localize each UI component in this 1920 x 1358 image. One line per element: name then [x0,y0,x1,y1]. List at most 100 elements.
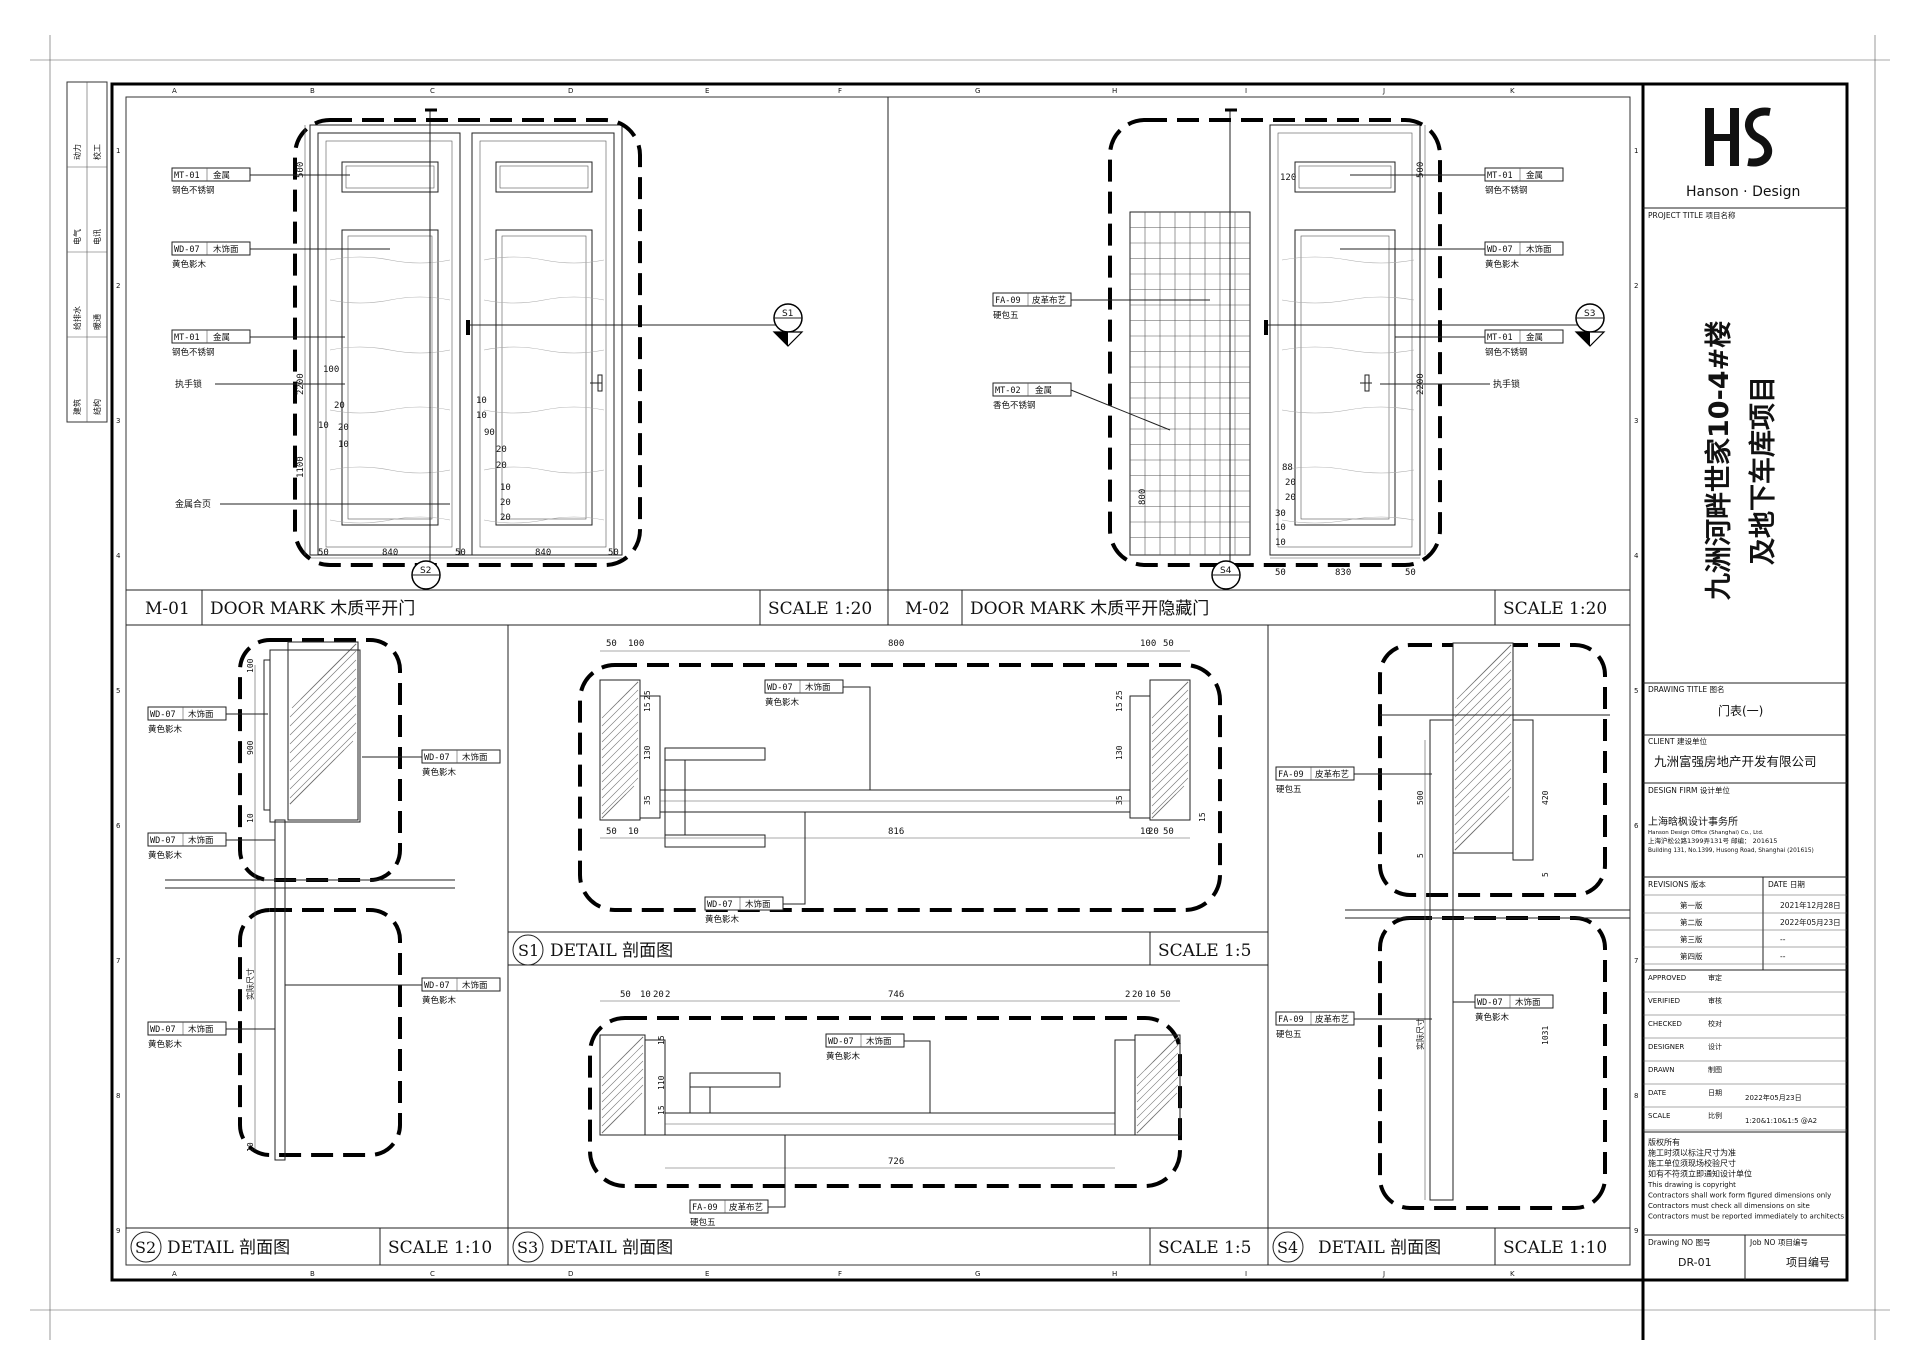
grid-number: 3 [1634,417,1638,425]
tag-name: 金属 [1526,332,1543,343]
dim: 50 [620,990,631,1000]
tag-name: 木饰面 [866,1036,892,1047]
panel-scale-m01: SCALE 1:20 [768,599,872,619]
panel-title-s3: DETAIL 剖面图 [550,1238,673,1258]
signoff-label-en: DATE [1648,1089,1666,1097]
tag-name: 木饰面 [188,835,214,846]
drawing-frame [110,82,1849,1282]
dim: 10 [338,440,349,450]
tag-code: WD-07 [150,1025,176,1035]
grid-letter: J [1382,87,1385,95]
tag-code: MT-01 [1487,171,1513,181]
dim: 50 [455,548,466,558]
stamp-label: 建筑 [72,399,82,415]
grid-letter: C [430,1270,435,1278]
grid-letter: B [310,1270,315,1278]
signoff-label-en: DESIGNER [1648,1043,1684,1051]
panel-id-s2: S2 [135,1238,156,1257]
grid-letter: A [172,1270,177,1278]
tag-code: WD-07 [767,683,793,693]
note-line: 施工时须以标注尺寸为准 [1648,1148,1736,1158]
discipline-stamp: 动力 校工 电气 电讯 给排水 暖通 建筑 结构 [66,81,108,423]
tag-name: 金属 [213,332,230,343]
tag-name: 木饰面 [188,1024,214,1035]
dim: 25 [643,690,652,700]
grid-number: 2 [116,282,120,290]
hinge-label: 金属合页 [175,498,211,510]
notes: 版权所有施工时须以标注尺寸为准施工单位须现场校验尺寸如有不符须立即通知设计单位T… [1647,1137,1844,1221]
dim: 50 [1160,990,1171,1000]
tag-code: WD-07 [1487,245,1513,255]
note-line: Contractors must check all dimensions on… [1648,1202,1810,1210]
dim: 10 [1145,990,1156,1000]
dim: 20 [496,445,507,455]
tag-desc: 黄色影木 [148,724,183,735]
tag-code: WD-07 [424,981,450,991]
tag-code: WD-07 [150,710,176,720]
grid-letter: I [1245,1270,1247,1278]
dim: 10 [476,396,487,406]
dim: 35 [1115,795,1124,805]
dim: 50 [1405,568,1416,578]
panel-titles: M-01 DOOR MARK 木质平开门 SCALE 1:20 M-02 DOO… [130,590,1607,1265]
dim: 50 [1163,639,1174,649]
dim: 20 [500,513,511,523]
dim: 25 [1115,690,1124,700]
panel-id-s3: S3 [517,1238,538,1257]
tag-desc: 硬包五 [993,310,1019,321]
section-mark-s1: S1 [782,309,793,319]
tag-code: MT-01 [1487,333,1513,343]
dim: 50 [606,639,617,649]
signoff-label-cn: 制图 [1708,1065,1722,1074]
grid-letter: D [568,1270,573,1278]
dim: 2 [665,990,670,1000]
tag-desc: 钢色不锈钢 [172,347,215,358]
tag-name: 木饰面 [213,244,239,255]
grid-letter: A [172,87,177,95]
dim: 10 [1275,523,1286,533]
revision-name: 第三版 [1680,934,1703,944]
drawing-no: DR-01 [1678,1256,1712,1269]
revision-date: 2022年05月23日 [1780,917,1841,927]
m02-callouts: FA-09 皮革布艺 硬包五 MT-02 金属 香色不锈钢 MT-01 金属 钢… [992,167,1606,590]
dim: 20 [338,423,349,433]
revisions-label: REVISIONS 版本 [1648,879,1706,889]
revision-date: 2021年12月28日 [1780,900,1841,910]
tag-desc: 黄色影木 [1485,259,1520,270]
revision-date: -- [1780,952,1786,961]
grid-letter: C [430,87,435,95]
grid-number: 8 [1634,1092,1638,1100]
grid-number: 8 [116,1092,120,1100]
grid-letter: J [1382,1270,1385,1278]
project-name-line2: 及地下车库项目 [1747,376,1779,565]
grid-letter: F [838,87,842,95]
note-line: Contractors must be reported immediately… [1648,1213,1844,1221]
dim: 10 [318,421,329,431]
dim: 50 [1275,568,1286,578]
dim: 840 [535,548,551,558]
firm-address-en: Building 131, No.1399, Husong Road, Shan… [1648,848,1814,854]
panel-title-s1: DETAIL 剖面图 [550,941,673,961]
tag-name: 木饰面 [188,709,214,720]
grid-letter: D [568,87,573,95]
m01-elevation [293,108,780,570]
job-no-label: Job NO 项目编号 [1749,1237,1808,1247]
stamp-label: 动力 [72,144,82,160]
s4-detail: 500 420 5 1031 实际尺寸 5 FA-09 皮革布艺 硬包五 FA-… [1275,642,1630,1210]
grid-number: 2 [1634,282,1638,290]
dim: 1031 [1541,1026,1550,1045]
grid-number: 5 [116,687,120,695]
signoff-value: 1:20&1:10&1:5 @A2 [1745,1117,1817,1125]
revision-name: 第四版 [1680,951,1703,961]
grid-number: 7 [116,957,120,965]
grid-letter: G [975,87,980,95]
tag-desc: 黄色影木 [826,1051,861,1062]
client-name: 九洲富强房地产开发有限公司 [1654,754,1817,769]
dim: 746 [888,990,904,1000]
dim: 35 [643,795,652,805]
panel-scale-m02: SCALE 1:20 [1503,599,1607,619]
tag-name: 金属 [213,170,230,181]
